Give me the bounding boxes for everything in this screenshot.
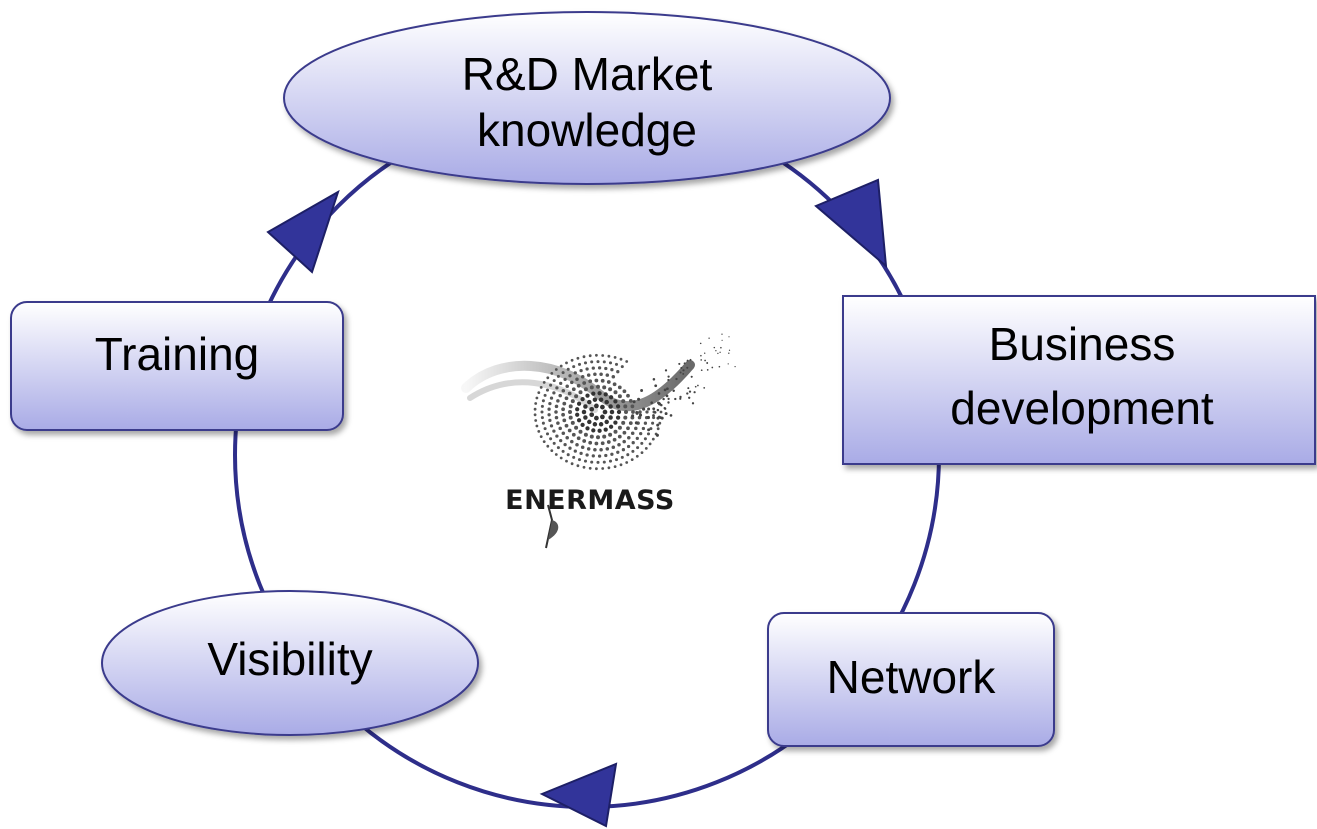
arrowhead-bottom xyxy=(539,762,618,828)
training-label: Training xyxy=(95,328,259,380)
logo-leaf xyxy=(548,520,559,540)
rd-label-line2: knowledge xyxy=(477,104,697,156)
node-training: Training xyxy=(10,301,344,431)
node-rd-market-knowledge: R&D Market knowledge xyxy=(283,11,891,185)
node-visibility: Visibility xyxy=(101,590,479,736)
business-label-line1: Business xyxy=(989,318,1176,370)
node-business-development: Business development xyxy=(842,295,1316,465)
visibility-label: Visibility xyxy=(207,633,372,685)
arrowhead-top-right xyxy=(814,178,888,269)
rd-label-line1: R&D Market xyxy=(462,48,713,100)
business-label-line2: development xyxy=(950,382,1214,434)
dotted-swirl-logo-icon xyxy=(461,333,736,471)
logo-wordmark: ENERMASS xyxy=(505,485,675,516)
network-label: Network xyxy=(827,651,997,703)
arrowhead-top-left xyxy=(266,189,340,274)
enermass-logo: ENERMASS xyxy=(461,333,736,549)
node-network: Network xyxy=(767,612,1055,747)
